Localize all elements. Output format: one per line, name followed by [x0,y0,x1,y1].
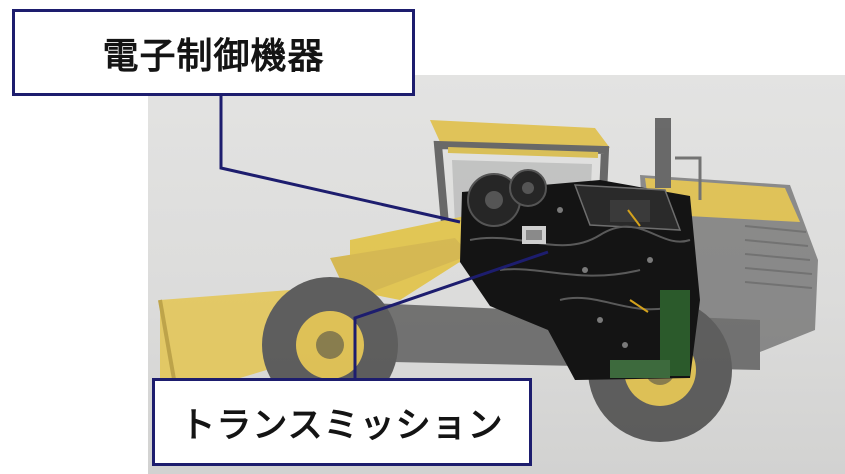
engine-transmission-unit [460,169,700,380]
leader-line-top [219,92,461,224]
transmission-label: トランスミッション [152,378,532,466]
leader-line-bottom [353,250,549,382]
electronic-control-label: 電子制御機器 [12,9,415,96]
